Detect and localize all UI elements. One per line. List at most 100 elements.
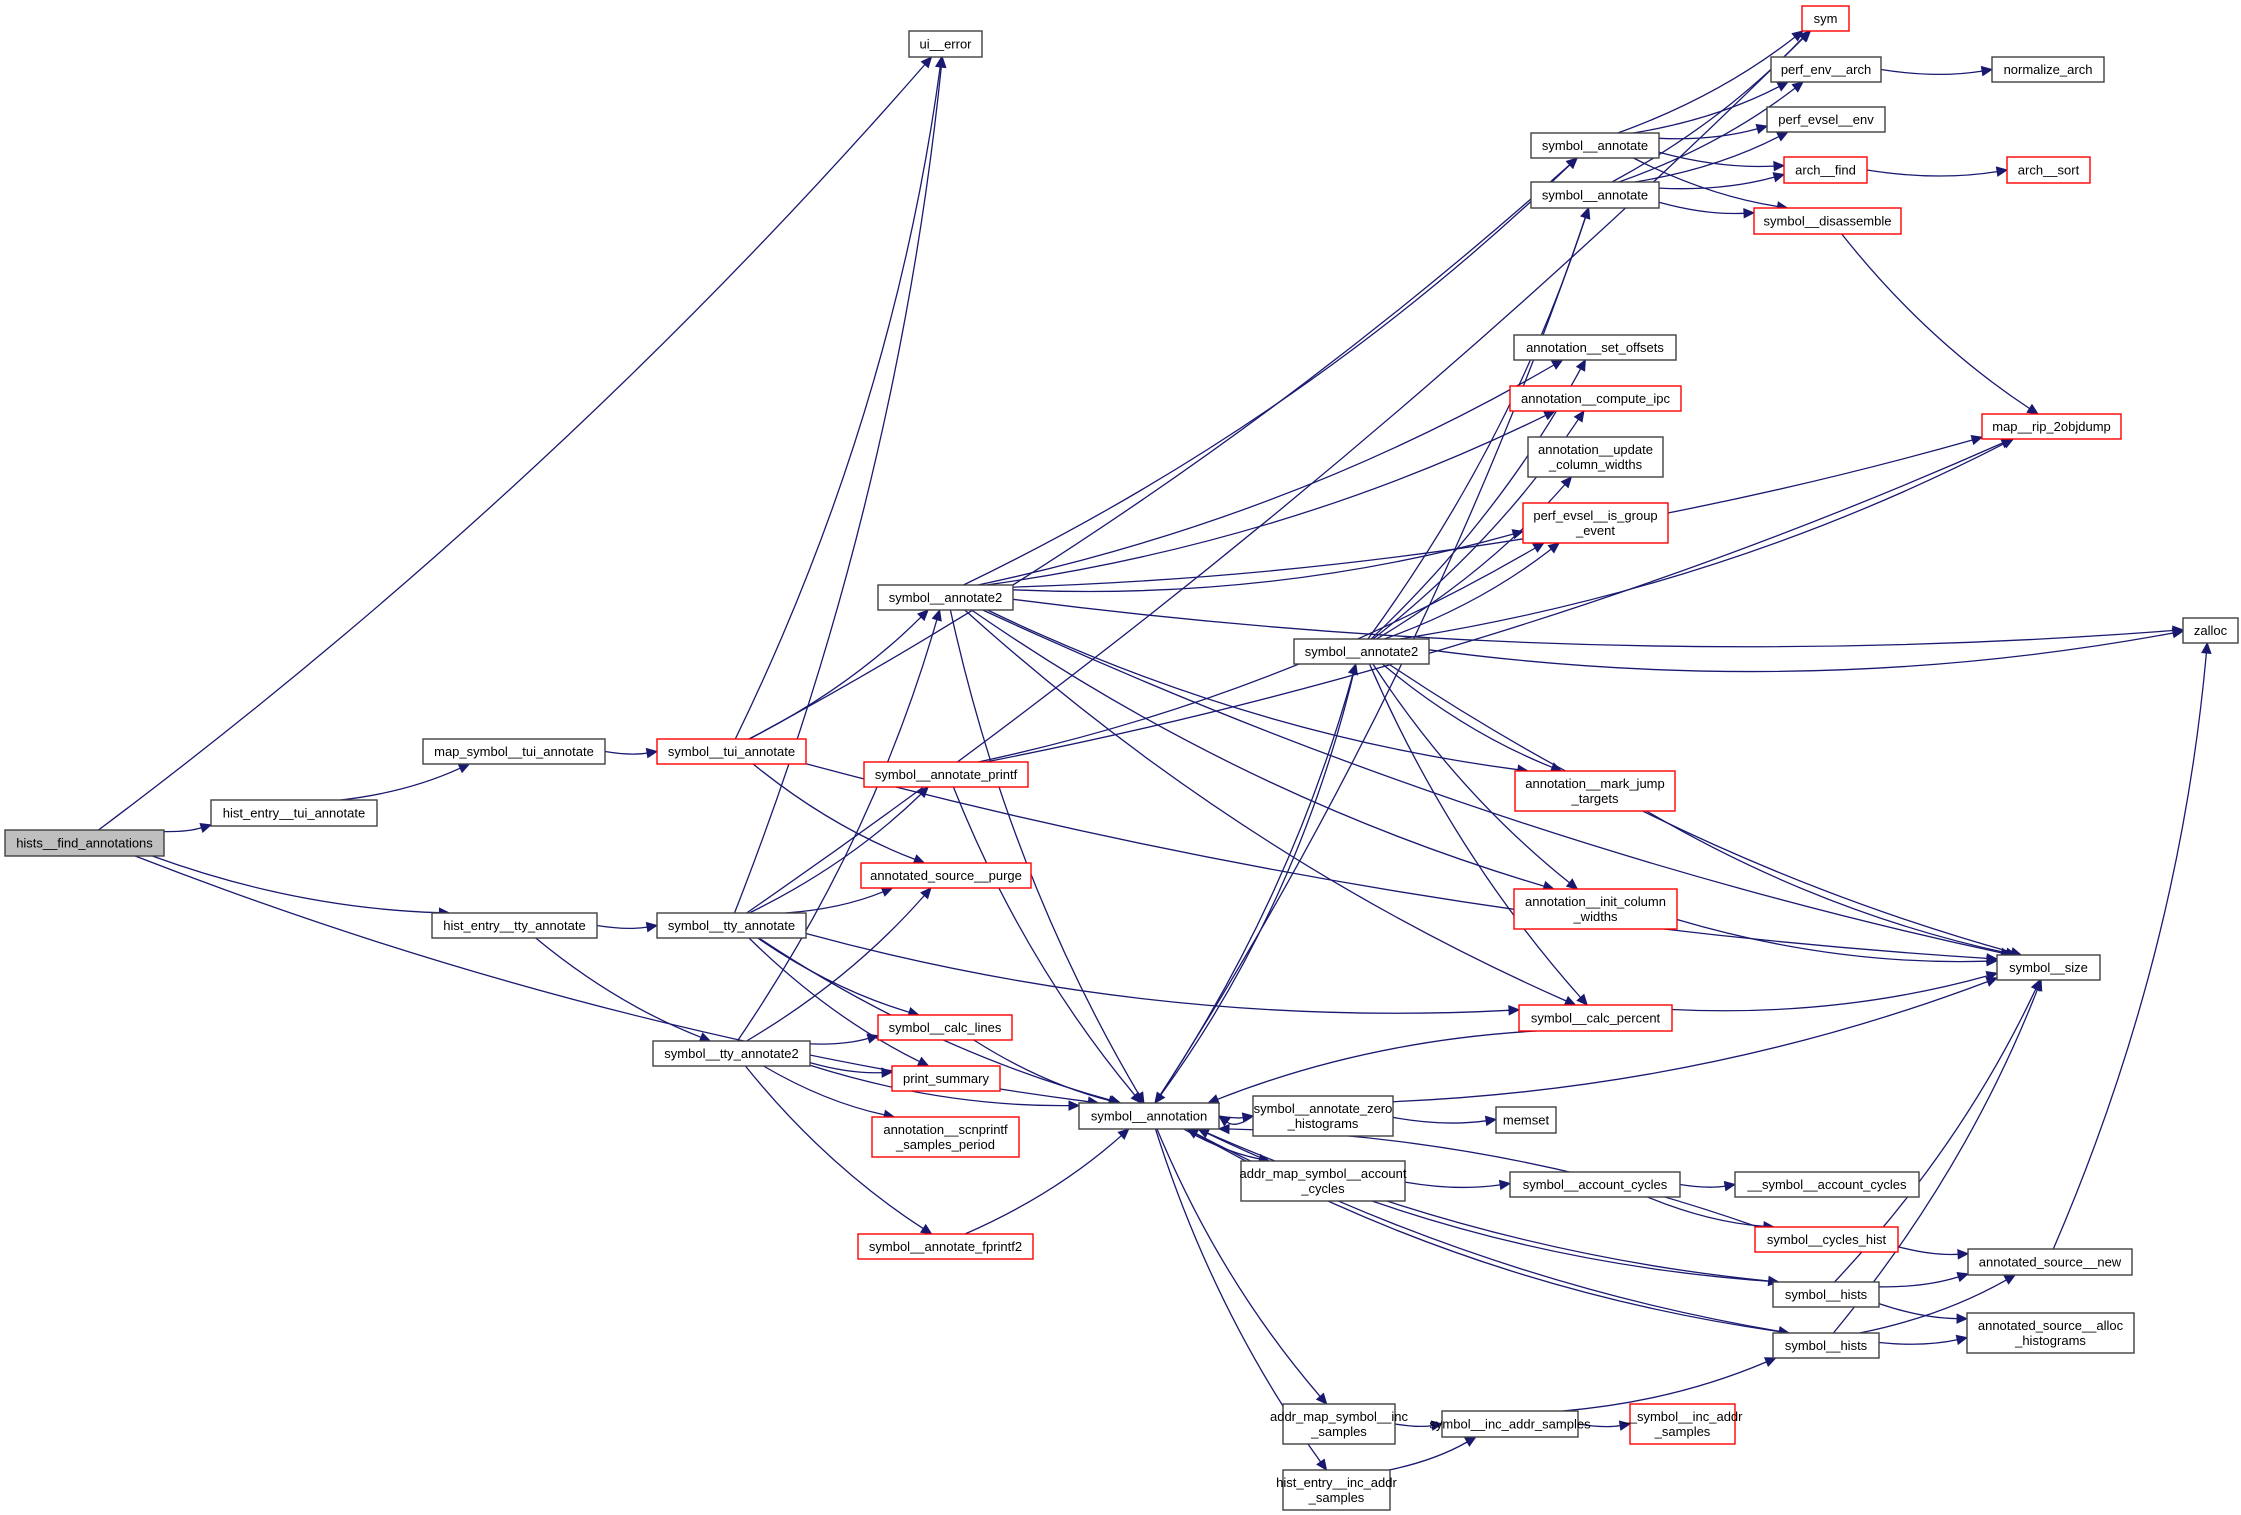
node-symbol__account_cycles[interactable]: symbol__account_cycles	[1509, 1171, 1681, 1198]
node-symbol__hists_a[interactable]: symbol__hists	[1772, 1281, 1880, 1308]
node-box[interactable]	[4, 829, 165, 857]
node-box[interactable]	[1441, 1410, 1579, 1438]
node-symbol__annotate2_a[interactable]: symbol__annotate2	[877, 584, 1014, 611]
node-box[interactable]	[1754, 1226, 1899, 1253]
node-box[interactable]	[1513, 334, 1677, 361]
node-addr_map_symbol__account_cycles[interactable]: addr_map_symbol__account_cycles	[1240, 1160, 1407, 1202]
node-box[interactable]	[1991, 56, 2105, 83]
node-map__rip_2objdump[interactable]: map__rip_2objdump	[1981, 413, 2122, 440]
node-symbol__annotate_a[interactable]: symbol__annotate	[1530, 132, 1660, 159]
node-box[interactable]	[1509, 1171, 1681, 1198]
node-box[interactable]	[1766, 106, 1886, 133]
node-box[interactable]	[1078, 1102, 1220, 1130]
node-box[interactable]	[1522, 502, 1669, 544]
node-map_symbol__tui_annotate[interactable]: map_symbol__tui_annotate	[422, 738, 606, 765]
node-box[interactable]	[2182, 617, 2239, 644]
node-box[interactable]	[431, 912, 598, 939]
node-annotated_source__alloc_histograms[interactable]: annotated_source__alloc_histograms	[1966, 1312, 2135, 1354]
node-box[interactable]	[860, 862, 1032, 889]
node-symbol__annotate2_b[interactable]: symbol__annotate2	[1293, 638, 1430, 665]
node-perf_env__arch[interactable]: perf_env__arch	[1770, 56, 1882, 83]
node-box[interactable]	[1252, 1095, 1394, 1137]
node-box[interactable]	[1753, 207, 1902, 235]
node-symbol__tui_annotate[interactable]: symbol__tui_annotate	[656, 738, 807, 765]
node-symbol__annotate_zero_histograms[interactable]: symbol__annotate_zero_histograms	[1252, 1095, 1394, 1137]
node-ui__error[interactable]: ui__error	[908, 30, 983, 58]
node-memset[interactable]: memset	[1495, 1106, 1557, 1134]
node-box[interactable]	[1801, 5, 1850, 32]
node-annotated_source__purge[interactable]: annotated_source__purge	[860, 862, 1032, 889]
node-hist_entry__inc_addr_samples[interactable]: hist_entry__inc_addr_samples	[1276, 1469, 1398, 1511]
node-symbol__cycles_hist[interactable]: symbol__cycles_hist	[1754, 1226, 1899, 1253]
node-box[interactable]	[1513, 888, 1678, 930]
node-box[interactable]	[863, 761, 1029, 788]
node-symbol__tty_annotate2[interactable]: symbol__tty_annotate2	[652, 1040, 811, 1067]
node-annotation__init_column_widths[interactable]: annotation__init_column_widths	[1513, 888, 1678, 930]
node-addr_map_symbol__inc_samples[interactable]: addr_map_symbol__inc_samples	[1270, 1403, 1409, 1445]
node-box[interactable]	[857, 1233, 1034, 1260]
node-arch__sort[interactable]: arch__sort	[2006, 156, 2091, 184]
node-box[interactable]	[422, 738, 606, 765]
node-symbol__calc_percent[interactable]: symbol__calc_percent	[1518, 1004, 1673, 1032]
node-box[interactable]	[1734, 1171, 1920, 1198]
node-annotation__compute_ipc[interactable]: annotation__compute_ipc	[1509, 385, 1682, 412]
node-annotation__scnprintf_samples_period[interactable]: annotation__scnprintf_samples_period	[871, 1116, 1020, 1158]
node-box[interactable]	[891, 1065, 1001, 1092]
node-hists__find_annotations[interactable]: hists__find_annotations	[4, 829, 165, 857]
node-annotation__set_offsets[interactable]: annotation__set_offsets	[1513, 334, 1677, 361]
node-symbol__hists_b[interactable]: symbol__hists	[1772, 1332, 1880, 1359]
node-arch__find[interactable]: arch__find	[1783, 156, 1868, 184]
node-box[interactable]	[1967, 1248, 2133, 1276]
node-box[interactable]	[1509, 385, 1682, 412]
node-__symbol__account_cycles[interactable]: __symbol__account_cycles	[1734, 1171, 1920, 1198]
node-box[interactable]	[656, 738, 807, 765]
node-box[interactable]	[871, 1116, 1020, 1158]
node-box[interactable]	[1772, 1332, 1880, 1359]
node-symbol__disassemble[interactable]: symbol__disassemble	[1753, 207, 1902, 235]
node-annotation__mark_jump_targets[interactable]: annotation__mark_jump_targets	[1514, 770, 1676, 812]
node-__symbol__inc_addr_samples[interactable]: __symbol__inc_addr_samples	[1622, 1403, 1744, 1445]
node-box[interactable]	[652, 1040, 811, 1067]
node-box[interactable]	[1240, 1160, 1406, 1202]
node-box[interactable]	[1282, 1403, 1396, 1445]
node-box[interactable]	[1495, 1106, 1557, 1134]
node-box[interactable]	[1527, 436, 1664, 478]
node-box[interactable]	[210, 799, 378, 827]
node-box[interactable]	[1996, 954, 2101, 981]
node-box[interactable]	[1293, 638, 1430, 665]
node-sym[interactable]: sym	[1801, 5, 1850, 32]
node-symbol__size[interactable]: symbol__size	[1996, 954, 2101, 981]
node-box[interactable]	[1966, 1312, 2135, 1354]
node-zalloc[interactable]: zalloc	[2182, 617, 2239, 644]
node-box[interactable]	[1783, 156, 1868, 184]
node-box[interactable]	[1772, 1281, 1880, 1308]
node-symbol__annotate_printf[interactable]: symbol__annotate_printf	[863, 761, 1029, 788]
node-box[interactable]	[2006, 156, 2091, 184]
node-symbol__annotate_fprintf2[interactable]: symbol__annotate_fprintf2	[857, 1233, 1034, 1260]
node-symbol__tty_annotate[interactable]: symbol__tty_annotate	[656, 912, 807, 939]
node-symbol__calc_lines[interactable]: symbol__calc_lines	[877, 1014, 1013, 1041]
node-perf_evsel__env[interactable]: perf_evsel__env	[1766, 106, 1886, 133]
node-box[interactable]	[1981, 413, 2122, 440]
node-annotated_source__new[interactable]: annotated_source__new	[1967, 1248, 2133, 1276]
node-print_summary[interactable]: print_summary	[891, 1065, 1001, 1092]
node-box[interactable]	[877, 1014, 1013, 1041]
node-box[interactable]	[1629, 1403, 1736, 1445]
node-box[interactable]	[908, 30, 983, 58]
node-hist_entry__tty_annotate[interactable]: hist_entry__tty_annotate	[431, 912, 598, 939]
node-box[interactable]	[1530, 181, 1660, 209]
node-annotation__update_column_widths[interactable]: annotation__update_column_widths	[1527, 436, 1664, 478]
node-box[interactable]	[1282, 1469, 1391, 1511]
node-box[interactable]	[1530, 132, 1660, 159]
node-box[interactable]	[877, 584, 1014, 611]
node-box[interactable]	[1770, 56, 1882, 83]
node-box[interactable]	[1514, 770, 1676, 812]
node-symbol__annotate_b[interactable]: symbol__annotate	[1530, 181, 1660, 209]
node-perf_evsel__is_group_event[interactable]: perf_evsel__is_group_event	[1522, 502, 1669, 544]
node-box[interactable]	[656, 912, 807, 939]
node-symbol__annotation[interactable]: symbol__annotation	[1078, 1102, 1220, 1130]
node-normalize_arch[interactable]: normalize_arch	[1991, 56, 2105, 83]
node-hist_entry__tui_annotate[interactable]: hist_entry__tui_annotate	[210, 799, 378, 827]
node-box[interactable]	[1518, 1004, 1673, 1032]
node-symbol__inc_addr_samples[interactable]: symbol__inc_addr_samples	[1429, 1410, 1591, 1438]
